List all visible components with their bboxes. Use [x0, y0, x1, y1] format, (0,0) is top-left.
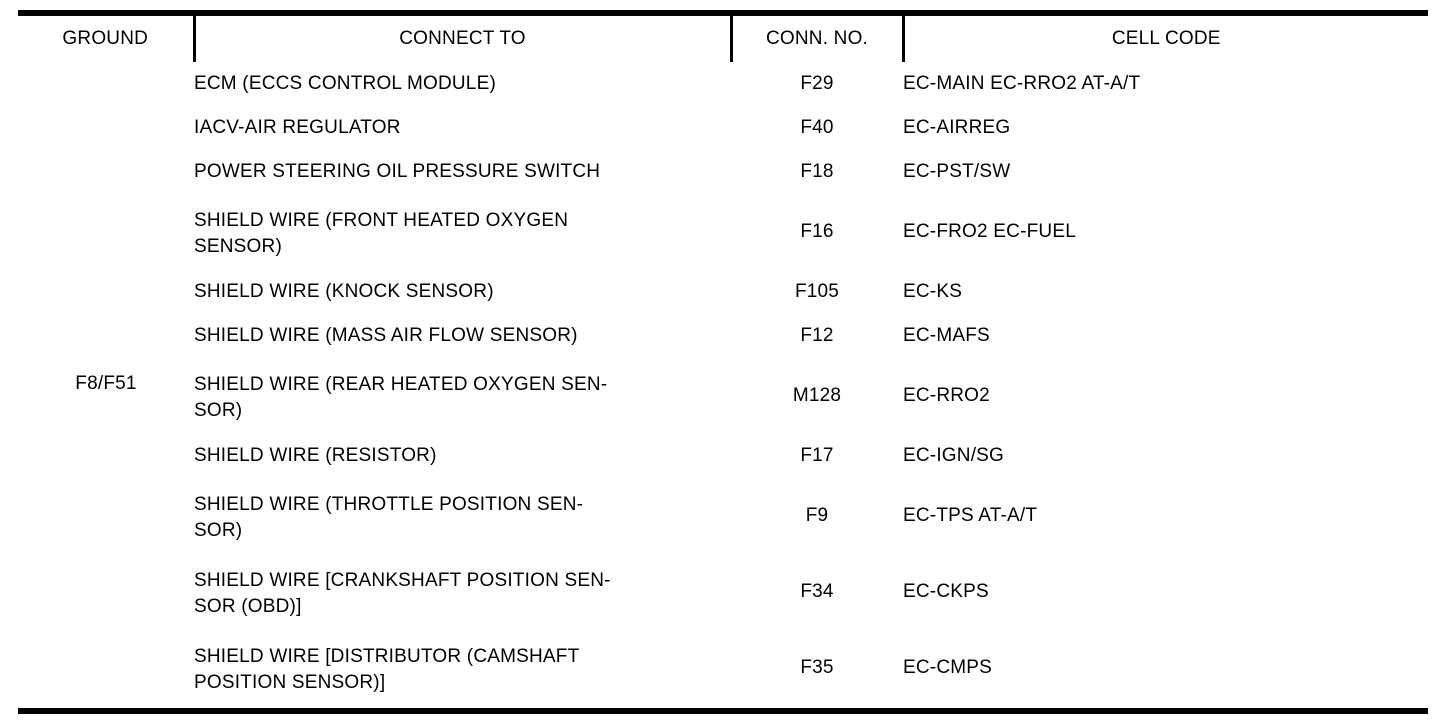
connect-to-cell: SHIELD WIRE (FRONT HEATED OXYGEN SENSOR)	[194, 194, 731, 270]
cell-code-cell: EC-IGN/SG	[903, 445, 1005, 466]
conn-no-cell: F17	[800, 445, 834, 466]
cell-code-cell: EC-TPS AT-A/T	[903, 505, 1038, 526]
header-connect-to: CONNECT TO	[192, 16, 731, 62]
connect-to-text-line1: SHIELD WIRE [DISTRIBUTOR (CAMSHAFT	[194, 646, 580, 668]
connect-to-text-line1: SHIELD WIRE (REAR HEATED OXYGEN SEN-	[194, 374, 608, 396]
header-ground: GROUND	[62, 28, 149, 49]
table-header: GROUND CONNECT TO CONN. NO. CELL CODE	[18, 16, 1428, 62]
header-cell-code: CELL CODE	[901, 16, 1428, 62]
connect-to-text-line1: SHIELD WIRE (FRONT HEATED OXYGEN	[194, 210, 569, 232]
conn-no-cell: F12	[800, 325, 834, 346]
cell-code-cell: EC-KS	[903, 281, 963, 302]
cell-code-cell: EC-FRO2 EC-FUEL	[903, 221, 1076, 242]
cell-code-cell: EC-MAIN EC-RRO2 AT-A/T	[903, 73, 1141, 94]
connect-to-cell: SHIELD WIRE (KNOCK SENSOR)	[194, 270, 731, 314]
ground-value-cell: F8/F51	[75, 373, 137, 394]
connect-to-text-line2: SENSOR)	[194, 235, 282, 257]
cell-code-cell: EC-AIRREG	[903, 117, 1011, 138]
table-row: SHIELD WIRE (THROTTLE POSITION SEN- SOR)…	[18, 478, 1428, 554]
table-top-rule	[18, 10, 1428, 16]
table-row: SHIELD WIRE (REAR HEATED OXYGEN SEN- SOR…	[18, 358, 1428, 434]
connect-to-cell: SHIELD WIRE (THROTTLE POSITION SEN- SOR)	[194, 478, 731, 554]
ground-connection-table: GROUND CONNECT TO CONN. NO. CELL CODE F8…	[18, 16, 1428, 706]
table-row: F8/F51 ECM (ECCS CONTROL MODULE) F29 EC-…	[18, 62, 1428, 394]
connect-to-text-line1: SHIELD WIRE [CRANKSHAFT POSITION SEN-	[194, 570, 611, 592]
conn-no-cell: F105	[794, 281, 840, 302]
connect-to-text-line2: SOR (OBD)]	[194, 595, 302, 617]
table-row: SHIELD WIRE (FRONT HEATED OXYGEN SENSOR)…	[18, 194, 1428, 270]
cell-code-cell: EC-CKPS	[903, 581, 989, 602]
cell-code-cell: EC-PST/SW	[903, 161, 1011, 182]
connect-to-cell: SHIELD WIRE [CRANKSHAFT POSITION SEN- SO…	[194, 554, 731, 630]
connect-to-cell: SHIELD WIRE [DISTRIBUTOR (CAMSHAFT POSIT…	[194, 630, 731, 706]
connect-to-cell: POWER STEERING OIL PRESSURE SWITCH	[194, 150, 731, 194]
table-body: F8/F51 ECM (ECCS CONTROL MODULE) F29 EC-…	[18, 62, 1428, 706]
connect-to-text-line1: SHIELD WIRE (THROTTLE POSITION SEN-	[194, 494, 584, 516]
connect-to-text-line1: SHIELD WIRE (KNOCK SENSOR)	[194, 281, 494, 303]
conn-no-cell: F34	[800, 581, 834, 602]
connect-to-cell: IACV-AIR REGULATOR	[194, 106, 731, 150]
conn-no-cell: F29	[800, 73, 834, 94]
connect-to-text-line2: SOR)	[194, 519, 243, 541]
connect-to-text-line1: IACV-AIR REGULATOR	[194, 117, 401, 139]
conn-no-cell: F16	[800, 221, 834, 242]
conn-no-cell: F18	[800, 161, 834, 182]
connect-to-text-line2: SOR)	[194, 399, 243, 421]
table-row: SHIELD WIRE (KNOCK SENSOR) F105 EC-KS	[18, 270, 1428, 314]
connect-to-cell: SHIELD WIRE (RESISTOR)	[194, 434, 731, 478]
table-row: POWER STEERING OIL PRESSURE SWITCH F18 E…	[18, 150, 1428, 194]
conn-no-cell: F40	[800, 117, 834, 138]
cell-code-cell: EC-MAFS	[903, 325, 990, 346]
table-row: SHIELD WIRE (MASS AIR FLOW SENSOR) F12 E…	[18, 314, 1428, 358]
connect-to-cell: ECM (ECCS CONTROL MODULE)	[194, 62, 731, 106]
connect-to-cell: SHIELD WIRE (REAR HEATED OXYGEN SEN- SOR…	[194, 358, 731, 434]
cell-code-cell: EC-RRO2	[903, 385, 990, 406]
table-bottom-rule	[18, 708, 1428, 714]
table-row: SHIELD WIRE (RESISTOR) F17 EC-IGN/SG	[18, 434, 1428, 478]
conn-no-cell: F35	[800, 657, 834, 678]
table-row: IACV-AIR REGULATOR F40 EC-AIRREG	[18, 106, 1428, 150]
conn-no-cell: M128	[792, 385, 842, 406]
header-row: GROUND CONNECT TO CONN. NO. CELL CODE	[18, 16, 1428, 62]
conn-no-cell: F9	[805, 505, 829, 526]
connect-to-text-line2: POSITION SENSOR)]	[194, 671, 386, 693]
connect-to-text-line1: SHIELD WIRE (MASS AIR FLOW SENSOR)	[194, 325, 578, 347]
header-conn-no: CONN. NO.	[729, 16, 903, 62]
table-row: SHIELD WIRE [CRANKSHAFT POSITION SEN- SO…	[18, 554, 1428, 630]
connect-to-cell: SHIELD WIRE (MASS AIR FLOW SENSOR)	[194, 314, 731, 358]
cell-code-cell: EC-CMPS	[903, 657, 993, 678]
connect-to-text-line1: SHIELD WIRE (RESISTOR)	[194, 445, 437, 467]
connect-to-text-line1: POWER STEERING OIL PRESSURE SWITCH	[194, 161, 601, 183]
connect-to-text-line1: ECM (ECCS CONTROL MODULE)	[194, 73, 496, 95]
table-row: SHIELD WIRE [DISTRIBUTOR (CAMSHAFT POSIT…	[18, 630, 1428, 706]
